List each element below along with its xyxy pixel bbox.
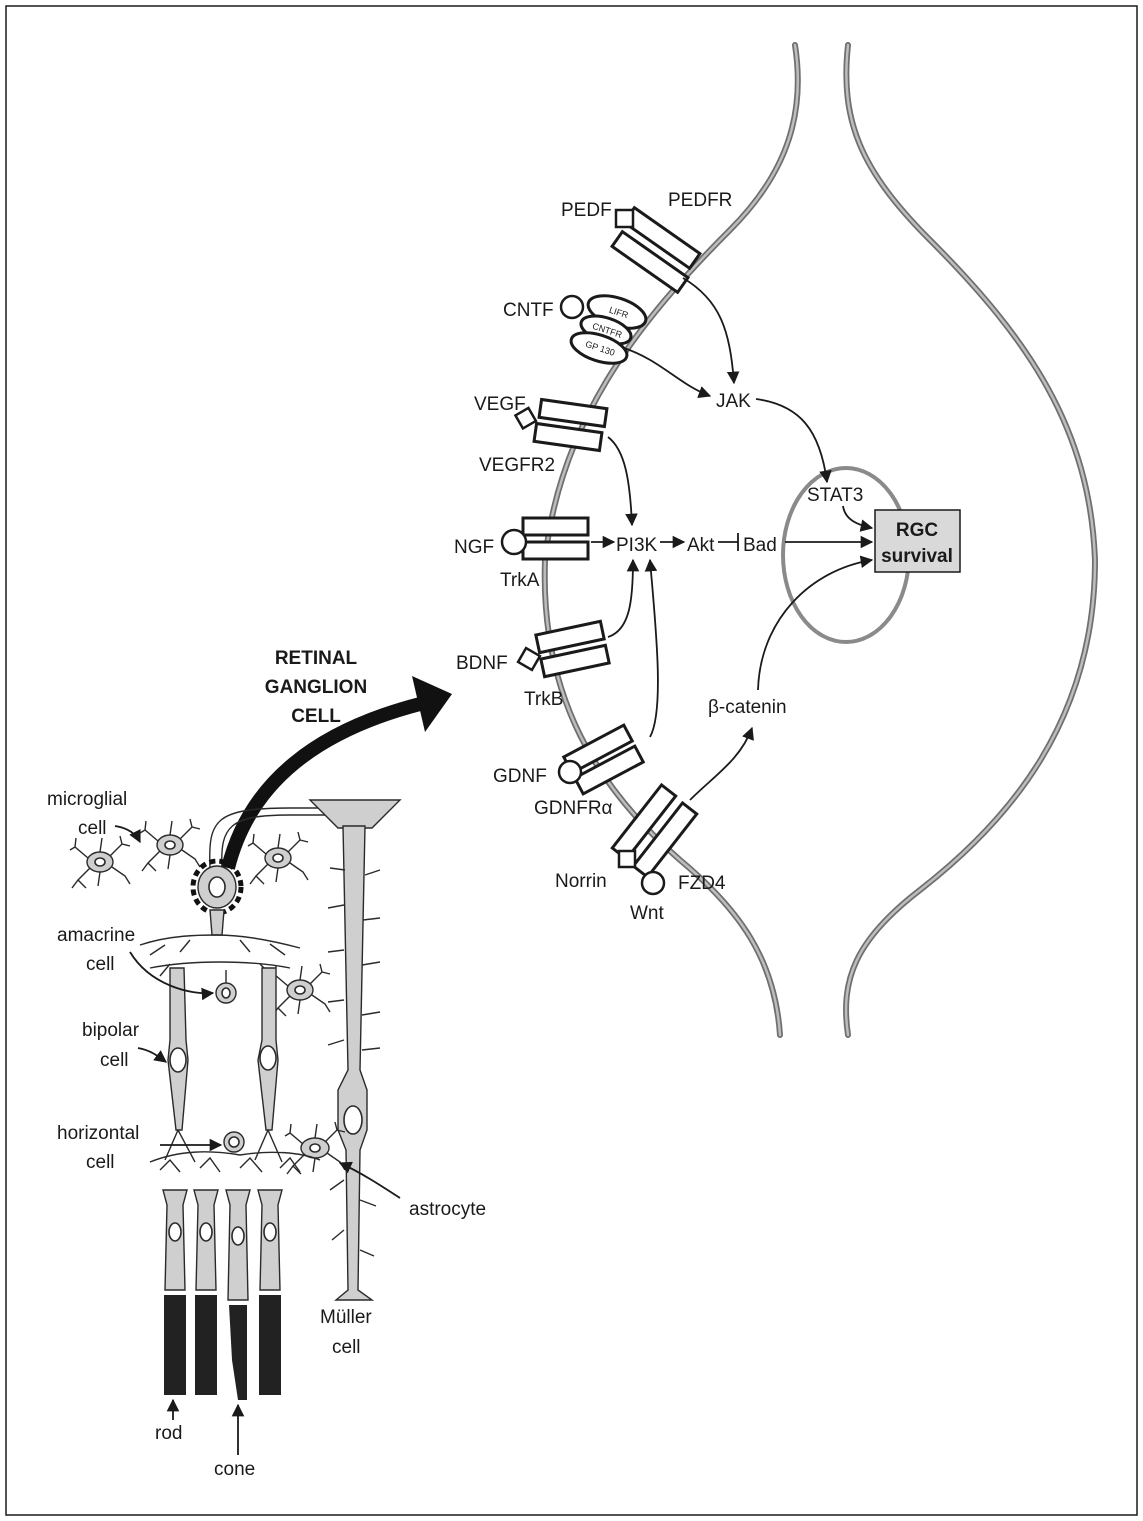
microglial-label-1: microglial bbox=[47, 789, 127, 810]
ngf-label: NGF bbox=[454, 537, 494, 558]
vegf-receptor-group: VEGF VEGFR2 bbox=[474, 394, 607, 476]
horizontal-label-1: horizontal bbox=[57, 1123, 139, 1144]
gdnf-ligand bbox=[559, 761, 581, 783]
pi3k-label: PI3K bbox=[616, 535, 658, 556]
inhibit-akt-bad bbox=[718, 533, 738, 551]
akt-label: Akt bbox=[687, 535, 715, 556]
bipolar-label-2: cell bbox=[100, 1050, 129, 1071]
photoreceptor-cone bbox=[226, 1190, 250, 1400]
photoreceptor-2 bbox=[194, 1190, 218, 1395]
photoreceptor-4 bbox=[258, 1190, 282, 1395]
arrow-stat3-rgc bbox=[843, 506, 872, 528]
photoreceptor-1 bbox=[163, 1190, 187, 1395]
arrow-betacatenin-rgc bbox=[758, 560, 872, 690]
bdnf-receptor-group: BDNF TrkB bbox=[456, 621, 609, 710]
cone-label: cone bbox=[214, 1459, 255, 1480]
ngf-receptor-group: NGF TrkA bbox=[454, 518, 588, 591]
bdnf-ligand bbox=[518, 648, 540, 670]
ganglion-nucleus bbox=[209, 877, 225, 897]
arrow-jak-stat3 bbox=[756, 399, 827, 482]
vegfr2-label: VEGFR2 bbox=[479, 455, 555, 476]
trka-receptor-b bbox=[523, 542, 588, 559]
arrow-microglial bbox=[115, 826, 140, 842]
microglia-4 bbox=[270, 964, 330, 1016]
ganglion-cell bbox=[193, 861, 241, 935]
gdnf-receptor-group: GDNF GDNFRα bbox=[493, 725, 643, 819]
trka-receptor-a bbox=[523, 518, 588, 535]
muller-nucleus bbox=[344, 1106, 362, 1134]
cntf-label: CNTF bbox=[503, 300, 554, 321]
norrin-label: Norrin bbox=[555, 871, 607, 892]
beta-catenin-label: β-catenin bbox=[708, 697, 787, 718]
arrow-pedfr-jak bbox=[683, 278, 734, 383]
horizontal-label-2: cell bbox=[86, 1152, 115, 1173]
muller-label-1: Müller bbox=[320, 1307, 372, 1328]
cntf-receptor-group: LIFR CNTFR GP 130 CNTF bbox=[503, 289, 650, 369]
wnt-ligand bbox=[642, 872, 664, 894]
stat3-label: STAT3 bbox=[807, 485, 863, 506]
muller-cell bbox=[310, 800, 400, 1300]
retina-illustration: microglial cell amacrine cell bipolar ce… bbox=[47, 789, 486, 1480]
rgc-label: RGC bbox=[896, 520, 939, 541]
gdnfra-label: GDNFRα bbox=[534, 798, 613, 819]
photoreceptors bbox=[163, 1190, 282, 1400]
trka-label: TrkA bbox=[500, 570, 540, 591]
vegfr2-receptor-b bbox=[534, 423, 602, 450]
microglia-3 bbox=[248, 832, 308, 884]
pedfr-label: PEDFR bbox=[668, 190, 732, 211]
microglial-label-2: cell bbox=[78, 818, 107, 839]
muller-endfoot bbox=[310, 800, 400, 828]
vegf-label: VEGF bbox=[474, 394, 526, 415]
rod-label: rod bbox=[155, 1423, 182, 1444]
muller-trunk bbox=[336, 826, 372, 1300]
callout-line3: CELL bbox=[291, 706, 341, 727]
wnt-label: Wnt bbox=[630, 903, 665, 924]
trkb-label: TrkB bbox=[524, 689, 563, 710]
cntf-ligand bbox=[561, 296, 583, 318]
amacrine-cell bbox=[216, 970, 236, 1003]
pedf-ligand bbox=[616, 210, 633, 227]
norrin-ligand bbox=[619, 851, 635, 867]
ganglion-dendrite-trunk bbox=[210, 910, 224, 935]
arrow-vegfr2-pi3k bbox=[608, 437, 632, 525]
gdnf-label: GDNF bbox=[493, 766, 547, 787]
amacrine-label-1: amacrine bbox=[57, 925, 135, 946]
arrow-gp130-jak bbox=[624, 348, 710, 396]
bdnf-label: BDNF bbox=[456, 653, 508, 674]
pedf-receptor-group: PEDF PEDFR bbox=[561, 190, 732, 292]
muller-label-2: cell bbox=[332, 1337, 361, 1358]
pedf-label: PEDF bbox=[561, 200, 612, 221]
arrow-gdnfra-pi3k bbox=[650, 560, 658, 737]
microglia-2 bbox=[140, 819, 200, 871]
amacrine-label-2: cell bbox=[86, 954, 115, 975]
survival-label: survival bbox=[881, 546, 953, 567]
bad-label: Bad bbox=[743, 535, 777, 556]
bipolar-label-1: bipolar bbox=[82, 1020, 140, 1041]
arrow-fzd4-betacatenin bbox=[690, 728, 752, 800]
callout-line2: GANGLION bbox=[265, 677, 367, 698]
arrow-trkb-pi3k bbox=[608, 560, 633, 637]
arrow-bipolar bbox=[138, 1048, 166, 1062]
astrocyte-cell bbox=[285, 1122, 345, 1174]
rgc-survival-box: RGC survival bbox=[875, 510, 960, 572]
horizontal-cell bbox=[224, 1132, 244, 1152]
big-arrow-shaft bbox=[228, 704, 420, 868]
callout-line1: RETINAL bbox=[275, 648, 358, 669]
astrocyte-label: astrocyte bbox=[409, 1199, 486, 1220]
microglia-1 bbox=[70, 836, 130, 888]
ngf-ligand bbox=[502, 530, 526, 554]
jak-label: JAK bbox=[716, 391, 751, 412]
fzd4-label: FZD4 bbox=[678, 873, 726, 894]
rgc-callout: RETINAL GANGLION CELL bbox=[228, 648, 452, 868]
